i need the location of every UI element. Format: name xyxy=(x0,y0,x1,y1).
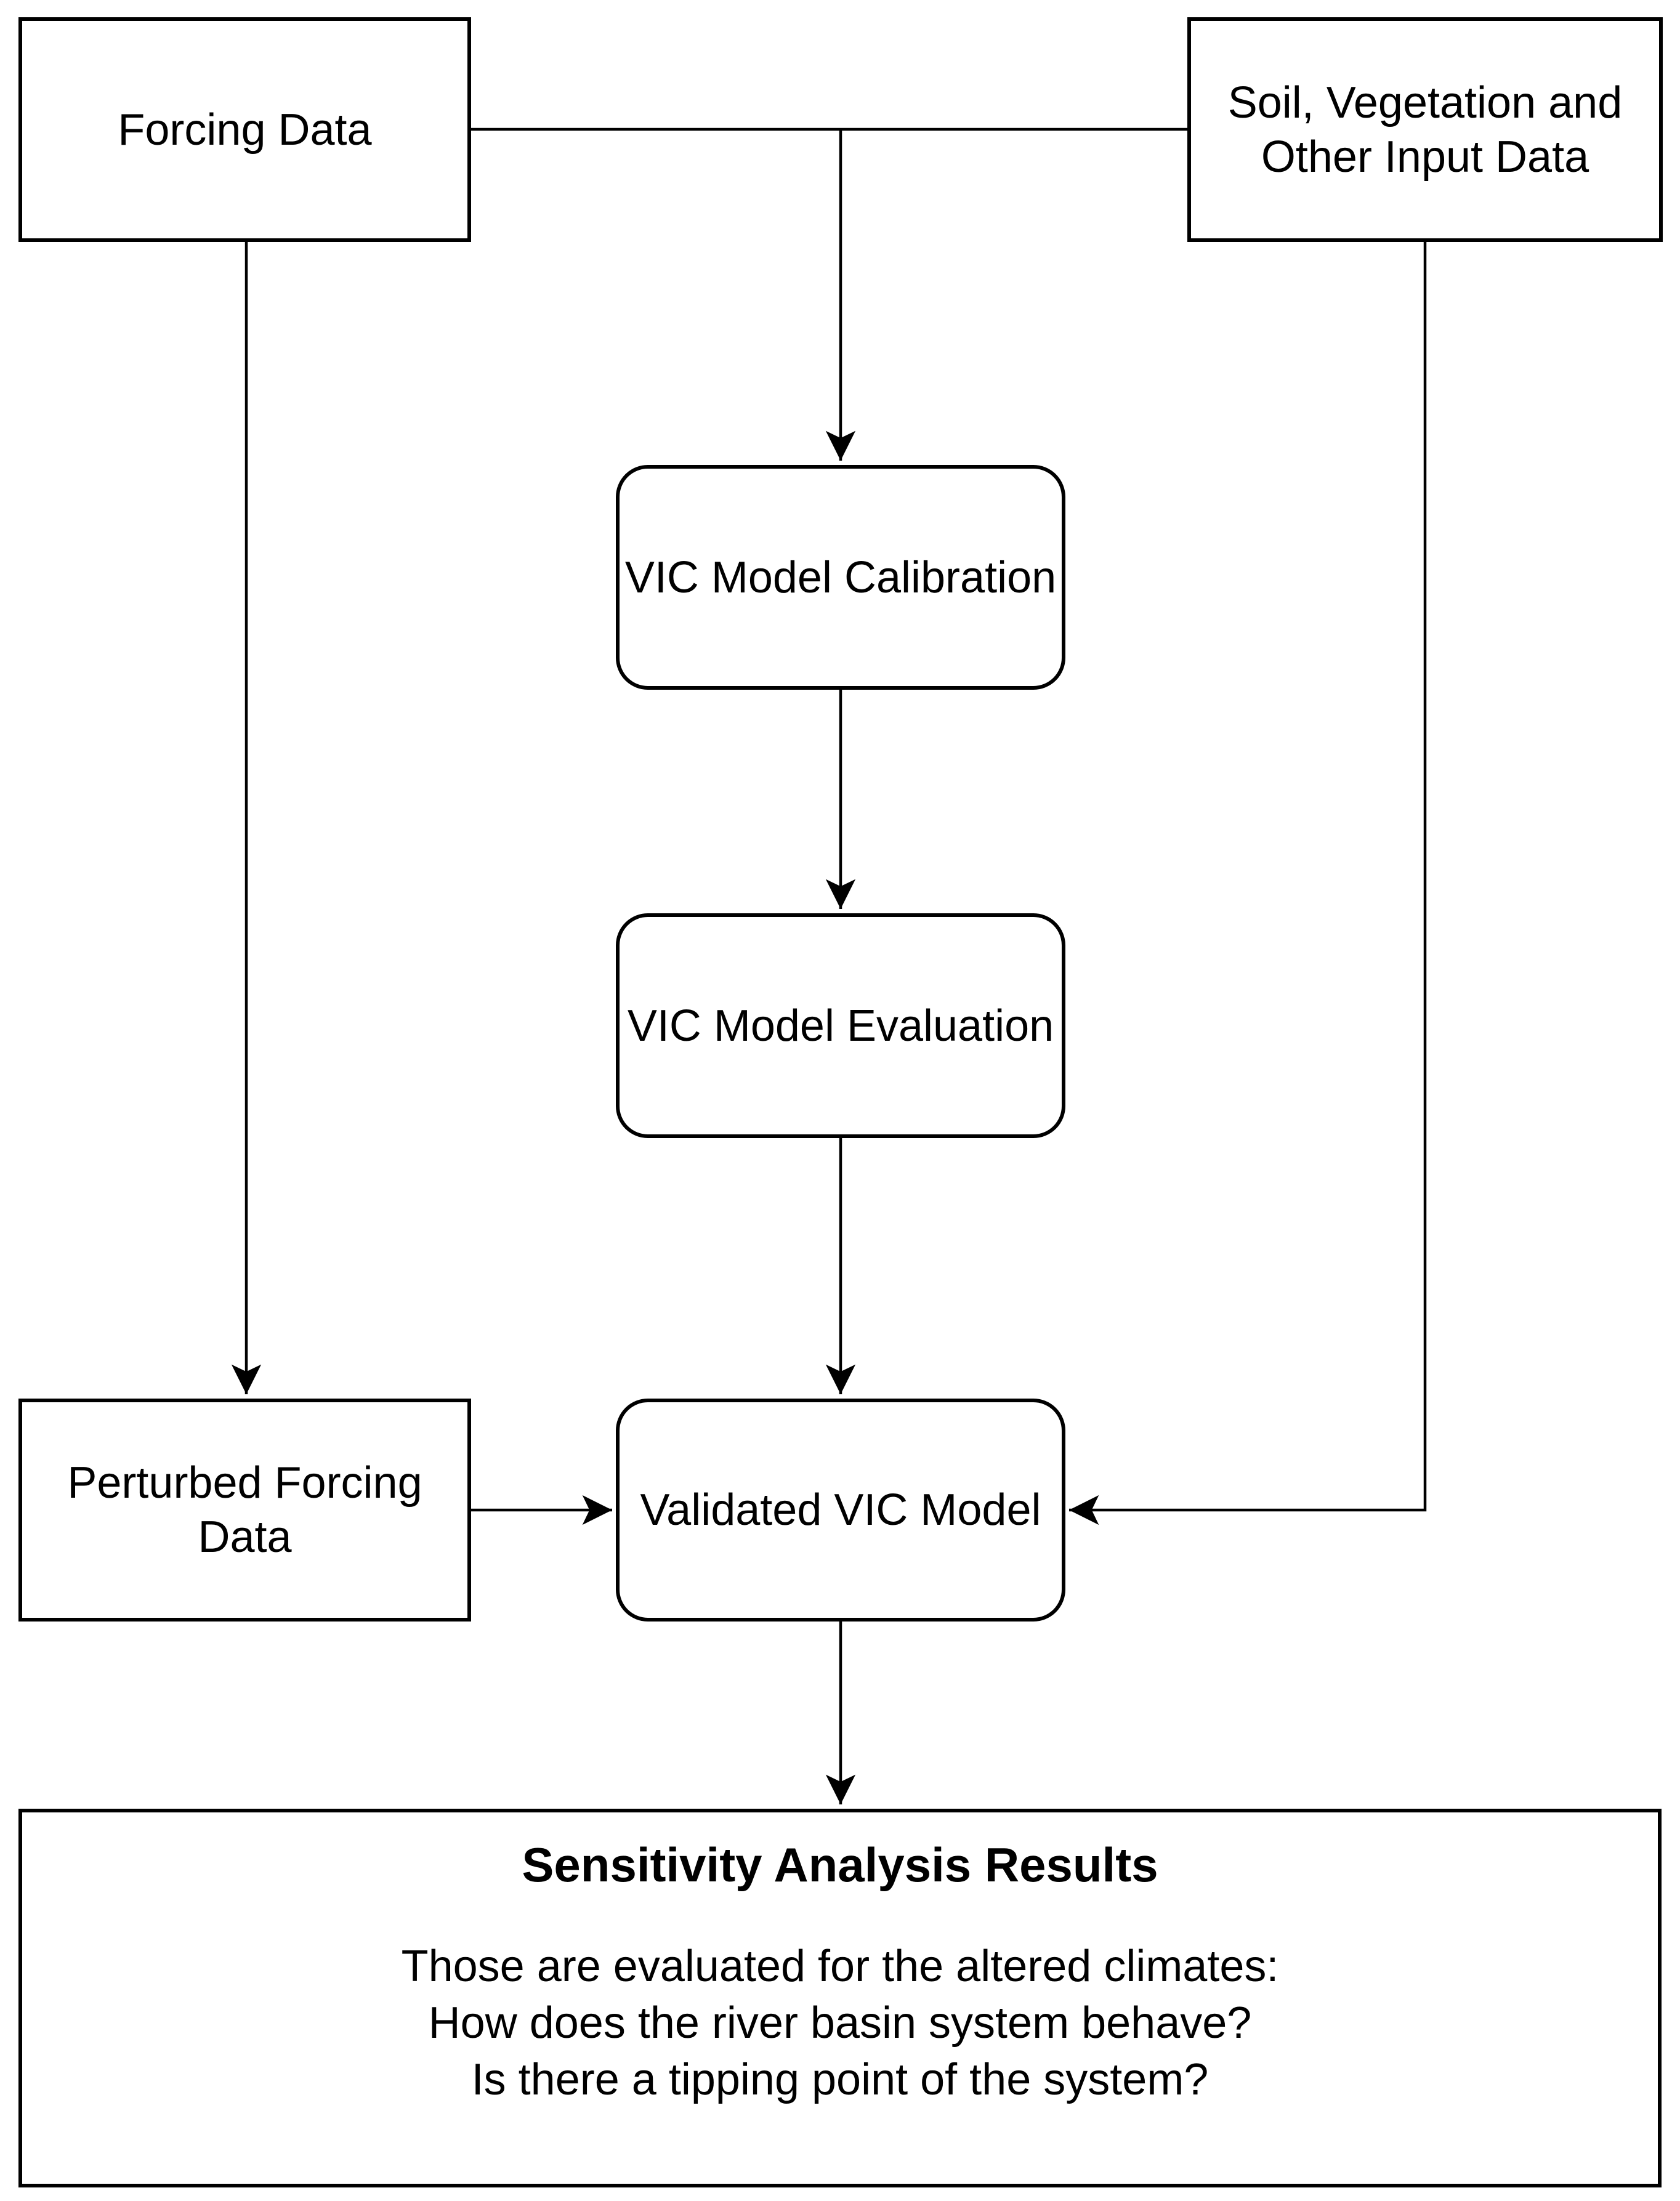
sensitivity-results-body-line2: How does the river basin system behave? xyxy=(428,1998,1252,2048)
node-vic-model-evaluation-label: VIC Model Evaluation xyxy=(627,1001,1054,1051)
node-vic-model-calibration: VIC Model Calibration xyxy=(616,465,1065,690)
sensitivity-results-title: Sensitivity Analysis Results xyxy=(522,1838,1158,1892)
sensitivity-results-body-line3: Is there a tipping point of the system? xyxy=(471,2055,1209,2104)
node-sensitivity-analysis-results: Sensitivity Analysis Results Those are e… xyxy=(18,1809,1662,2187)
node-vic-model-calibration-label: VIC Model Calibration xyxy=(624,552,1057,602)
node-perturbed-forcing-line1: Perturbed Forcing xyxy=(67,1458,422,1508)
node-validated-vic-model: Validated VIC Model xyxy=(616,1399,1065,1621)
node-perturbed-forcing-line2: Data xyxy=(198,1512,292,1562)
node-vic-model-evaluation: VIC Model Evaluation xyxy=(616,913,1065,1138)
node-forcing-data-label: Forcing Data xyxy=(118,105,372,155)
node-perturbed-forcing-data: Perturbed Forcing Data xyxy=(18,1399,471,1621)
sensitivity-results-body-line1: Those are evaluated for the altered clim… xyxy=(401,1942,1279,1991)
connector-soil-to-validated-arrow xyxy=(1069,242,1427,1525)
node-forcing-data: Forcing Data xyxy=(18,17,471,242)
node-soil-vegetation-line2: Other Input Data xyxy=(1261,132,1589,182)
sensitivity-results-body: Those are evaluated for the altered clim… xyxy=(402,1938,1279,2108)
node-soil-vegetation-line1: Soil, Vegetation and xyxy=(1227,78,1623,127)
node-validated-vic-model-label: Validated VIC Model xyxy=(640,1485,1041,1535)
node-soil-vegetation-input: Soil, Vegetation and Other Input Data xyxy=(1187,17,1663,242)
